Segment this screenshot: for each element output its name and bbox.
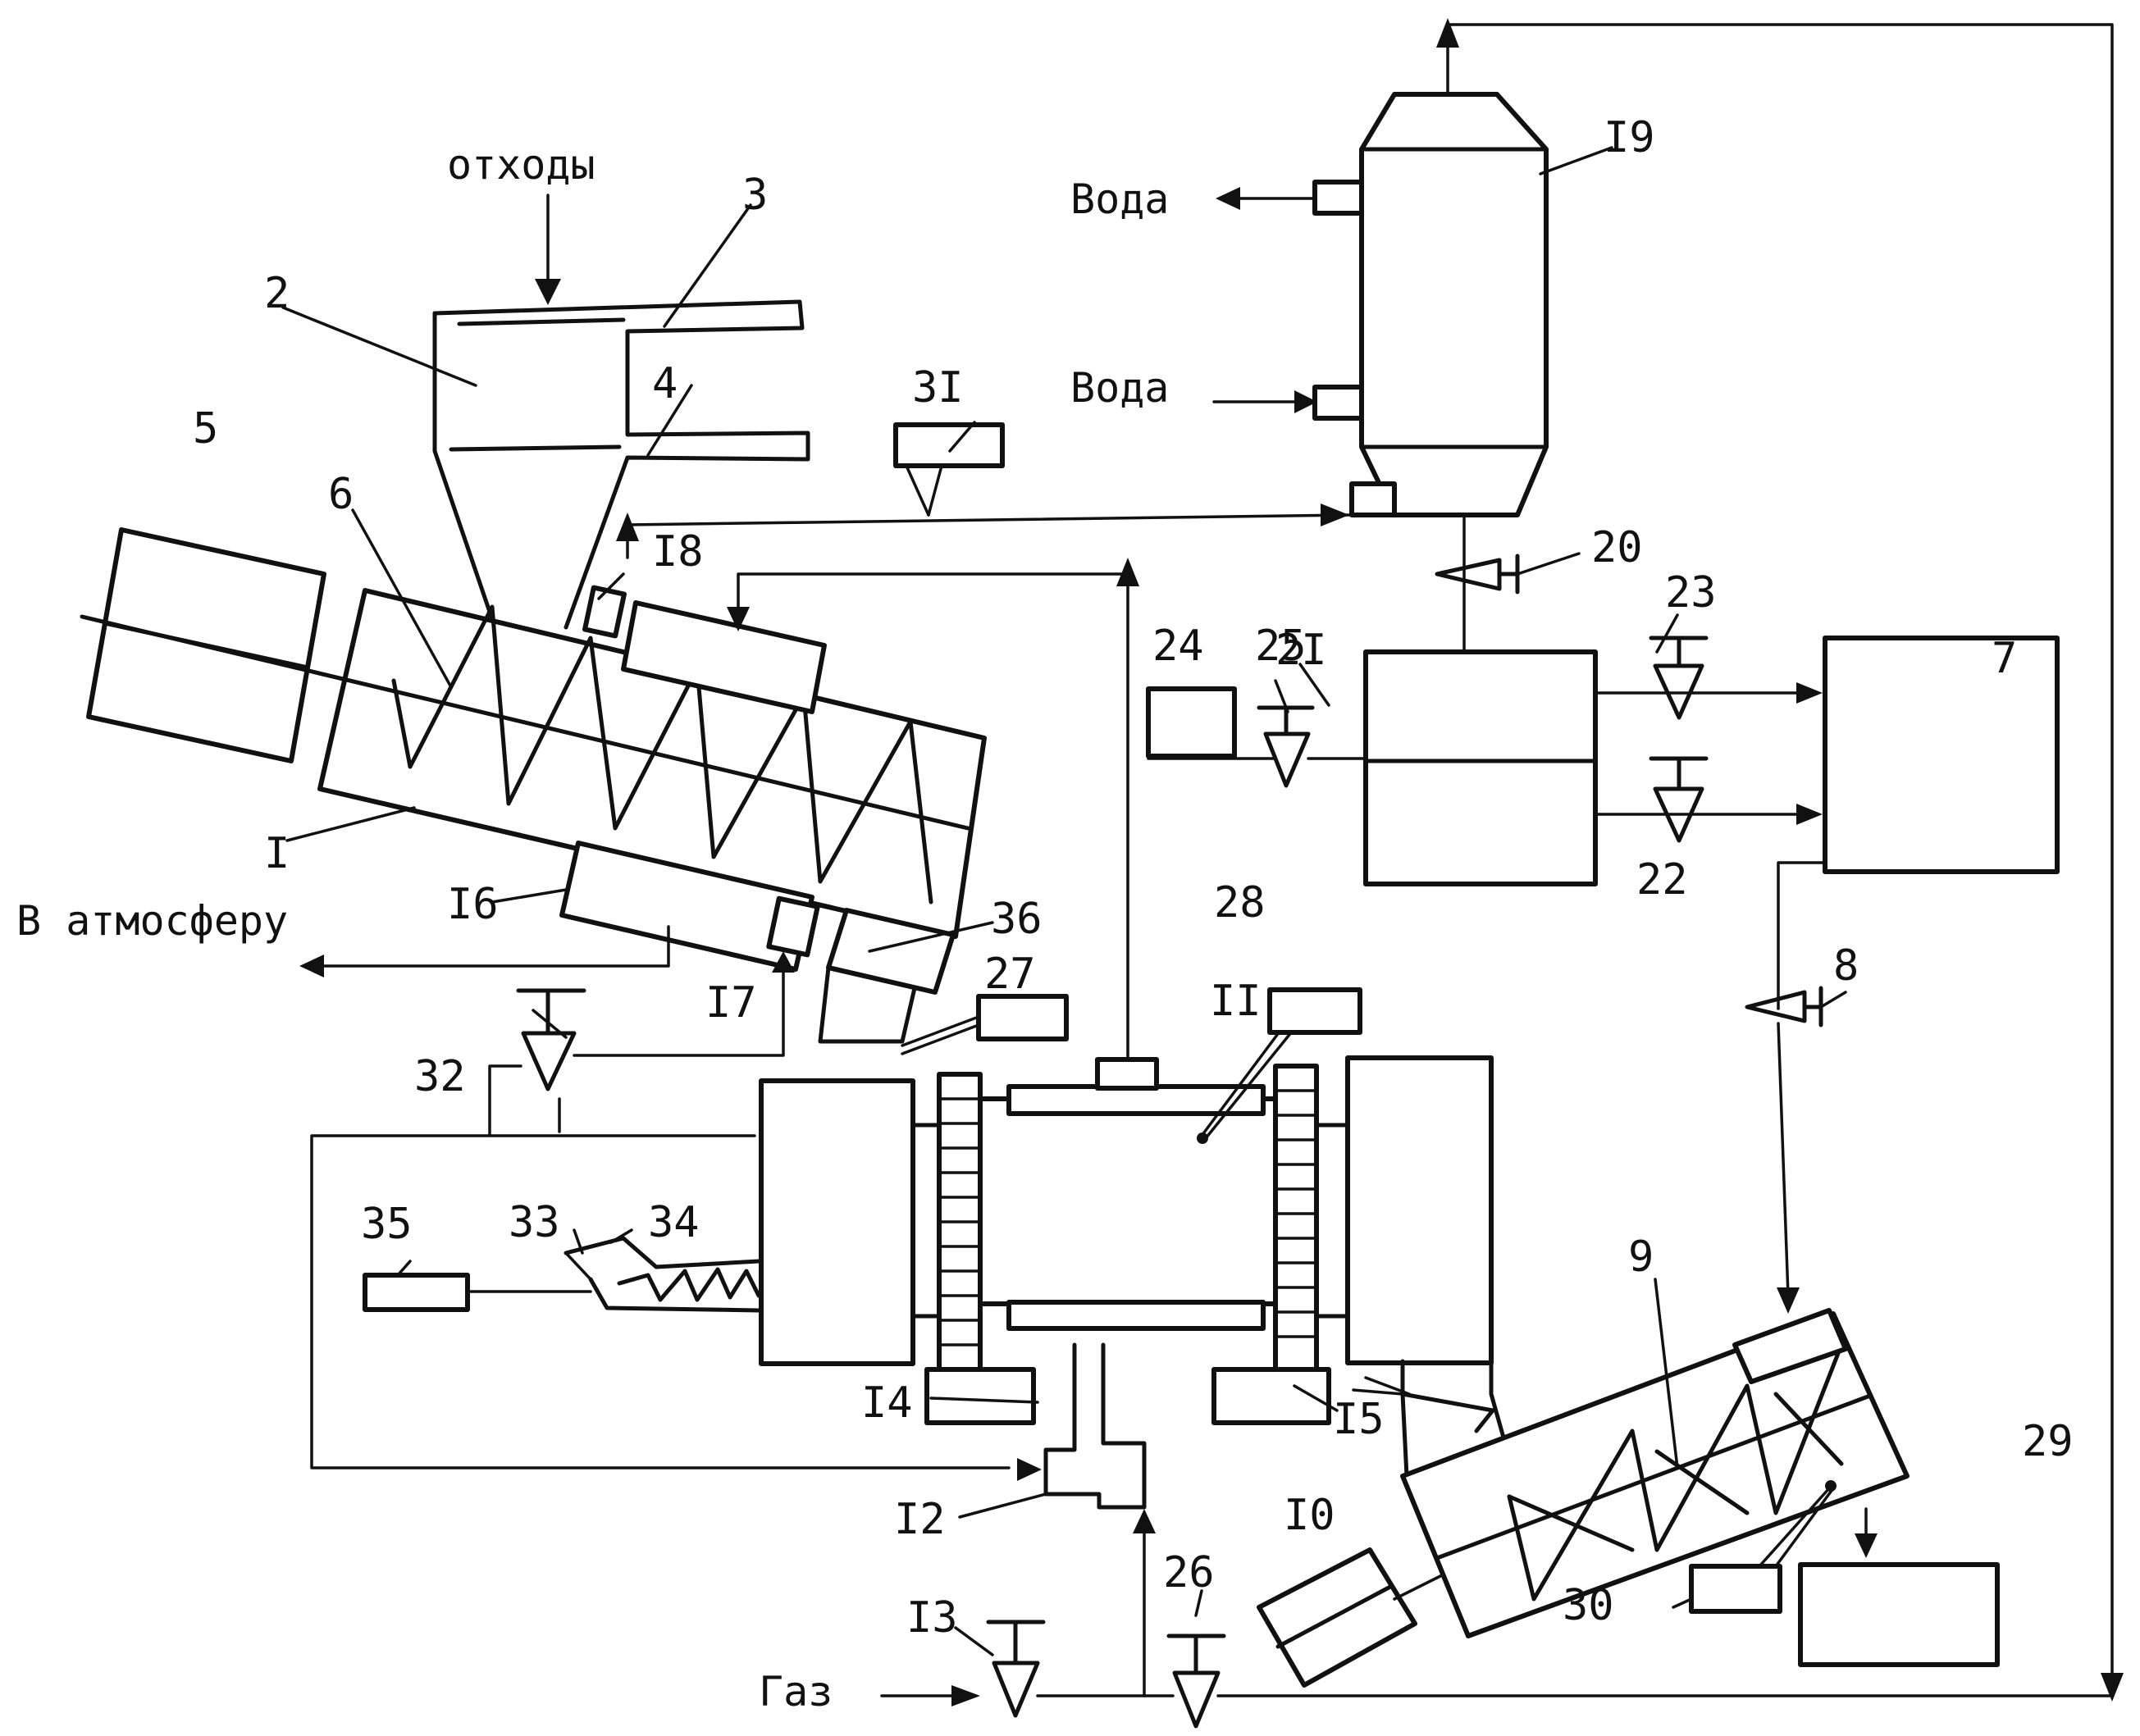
callout-12: I2 bbox=[894, 1495, 946, 1544]
callout-5: 5 bbox=[193, 404, 218, 453]
callout-6: 6 bbox=[328, 470, 354, 519]
separator-outlets bbox=[1594, 636, 2060, 1010]
callout-27: 27 bbox=[984, 950, 1036, 999]
callout-21: 2I bbox=[1275, 626, 1327, 675]
callout-8: 8 bbox=[1833, 941, 1859, 991]
callout-31: 3I bbox=[912, 363, 964, 412]
callout-14: I4 bbox=[861, 1378, 913, 1428]
separator bbox=[1146, 649, 1598, 886]
callout-19: I9 bbox=[1604, 113, 1655, 162]
callout-33: 33 bbox=[509, 1198, 560, 1247]
callout-7: 7 bbox=[1992, 634, 2017, 683]
callout-30: 30 bbox=[1563, 1581, 1614, 1630]
callout-2: 2 bbox=[264, 269, 290, 318]
inclined-reactor-drum bbox=[80, 585, 987, 1044]
callout-17: I7 bbox=[705, 978, 757, 1027]
callout-25: 25 bbox=[1255, 622, 1307, 671]
callout-9: 9 bbox=[1628, 1233, 1654, 1282]
gas-supply: Газ bbox=[759, 18, 2124, 1729]
callout-26: 26 bbox=[1163, 1548, 1215, 1597]
label-gas: Газ bbox=[759, 1668, 833, 1715]
callout-18: I8 bbox=[652, 527, 704, 576]
kiln-gas-riser bbox=[727, 558, 1139, 1061]
callout-16: I6 bbox=[447, 880, 499, 929]
cooler-screw bbox=[1257, 1308, 2000, 1688]
callout-29: 29 bbox=[2022, 1417, 2074, 1466]
callout-32: 32 bbox=[414, 1052, 466, 1101]
label-water-out: Вода bbox=[1070, 175, 1169, 223]
callout-35: 35 bbox=[361, 1200, 413, 1249]
condenser: Вода Вода bbox=[1070, 41, 1549, 654]
left-piping: В атмосферу bbox=[16, 897, 1069, 1469]
callout-1: I bbox=[264, 829, 290, 878]
label-water-in: Вода bbox=[1070, 364, 1169, 412]
callout-11: II bbox=[1210, 977, 1262, 1026]
callout-34: 34 bbox=[648, 1198, 700, 1247]
injector-assembly bbox=[363, 1236, 761, 1313]
callout-10: I0 bbox=[1284, 1491, 1335, 1540]
callout-23: 23 bbox=[1665, 568, 1717, 617]
gas-offtake-line bbox=[616, 422, 1351, 559]
valve-8 bbox=[1745, 986, 1847, 1314]
feed-hopper: отходы bbox=[432, 141, 810, 630]
valve-20 bbox=[1435, 552, 1581, 595]
callout-20: 20 bbox=[1591, 523, 1643, 572]
callout-28: 28 bbox=[1214, 878, 1266, 927]
callout-3: 3 bbox=[742, 171, 768, 220]
label-atmosphere: В атмосферу bbox=[16, 897, 288, 945]
rotary-kiln bbox=[759, 987, 1516, 1510]
callout-leaders bbox=[281, 146, 1693, 1656]
callout-36: 36 bbox=[991, 895, 1043, 944]
callout-15: I5 bbox=[1333, 1395, 1385, 1444]
callout-4: 4 bbox=[652, 359, 678, 408]
callout-13: I3 bbox=[906, 1593, 958, 1643]
label-waste: отходы bbox=[447, 141, 595, 189]
callout-22: 22 bbox=[1636, 855, 1688, 904]
callout-24: 24 bbox=[1152, 622, 1204, 671]
